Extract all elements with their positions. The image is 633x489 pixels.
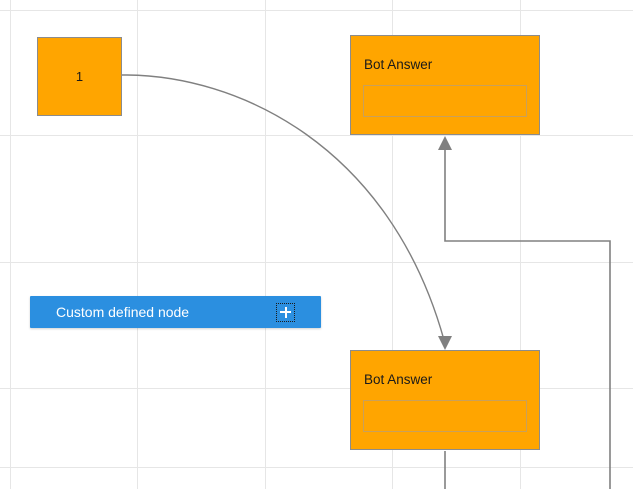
bot-answer-node-top-slot[interactable] (363, 85, 527, 117)
bot-answer-node-bottom-title: Bot Answer (364, 372, 433, 387)
start-node-label: 1 (75, 69, 84, 84)
bot-answer-node-top[interactable]: Bot Answer (350, 35, 540, 135)
bot-answer-node-top-title: Bot Answer (364, 57, 433, 72)
custom-defined-node-palette-item[interactable]: Custom defined node (30, 296, 321, 328)
plus-icon[interactable] (276, 302, 295, 322)
bot-answer-node-bottom-slot[interactable] (363, 400, 527, 432)
custom-defined-node-label: Custom defined node (56, 304, 190, 320)
bot-answer-node-bottom[interactable]: Bot Answer (350, 350, 540, 450)
start-node[interactable]: 1 (37, 37, 122, 116)
